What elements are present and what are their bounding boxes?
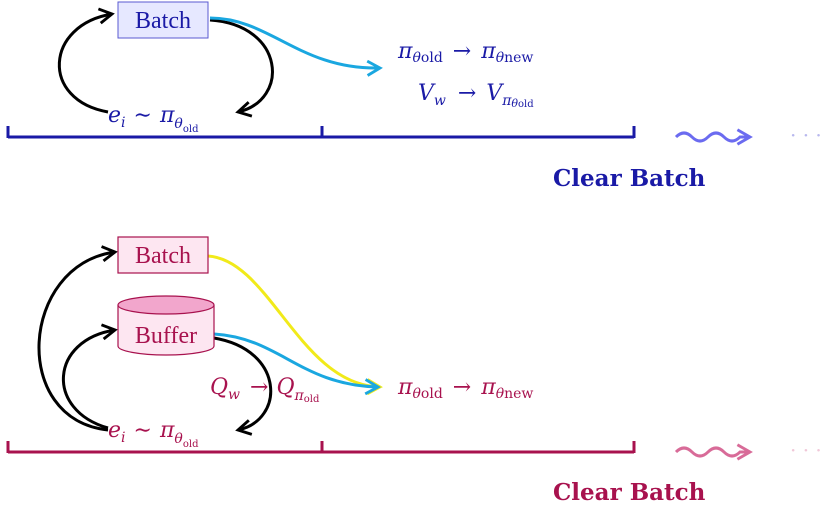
bottom-ellipsis: · · · (790, 438, 822, 462)
bottom-buffer-label: Buffer (135, 323, 197, 349)
bottom-batch-box (117, 236, 209, 274)
bottom-batch-label: Batch (135, 243, 191, 269)
bottom-buffer-cylinder (117, 295, 215, 356)
bottom-outer-loop-arrow (37, 245, 118, 432)
bottom-sample-text: ei∼πθold (108, 418, 199, 450)
top-ellipsis: · · · (790, 123, 822, 147)
top-value-update: Vw→Vπθold (418, 81, 534, 110)
top-loop-left-arrow (57, 7, 115, 114)
bottom-clear-batch: Clear Batch (553, 479, 706, 506)
bottom-q-update: Qw→Qπold (210, 375, 320, 405)
bottom-timeline (6, 441, 636, 454)
top-panel: Batch ei∼πθold πθold→πθnew Vw→Vπθold · ·… (6, 1, 822, 192)
top-timeline (6, 126, 636, 139)
bottom-panel: Batch Buffer Qw→Qπold πθold→πθnew ei∼πθo… (6, 236, 822, 506)
top-clear-batch: Clear Batch (553, 165, 706, 192)
top-sample-text: ei∼πθold (108, 103, 199, 135)
bottom-buffer-sample-arrow (213, 336, 273, 436)
top-batch-label: Batch (135, 8, 191, 34)
top-loop-right-arrow (209, 18, 274, 118)
bottom-continue-arrow (674, 443, 753, 461)
bottom-buffer-update-arrow (213, 332, 381, 396)
bottom-policy-update: πθold→πθnew (397, 375, 533, 402)
bottom-batch-update-arrow (207, 254, 383, 396)
top-batch-box (117, 1, 209, 39)
top-continue-arrow (674, 128, 753, 146)
top-update-arrow (209, 16, 383, 77)
bottom-inner-loop-arrow (61, 323, 118, 430)
top-policy-update: πθold→πθnew (397, 39, 533, 66)
